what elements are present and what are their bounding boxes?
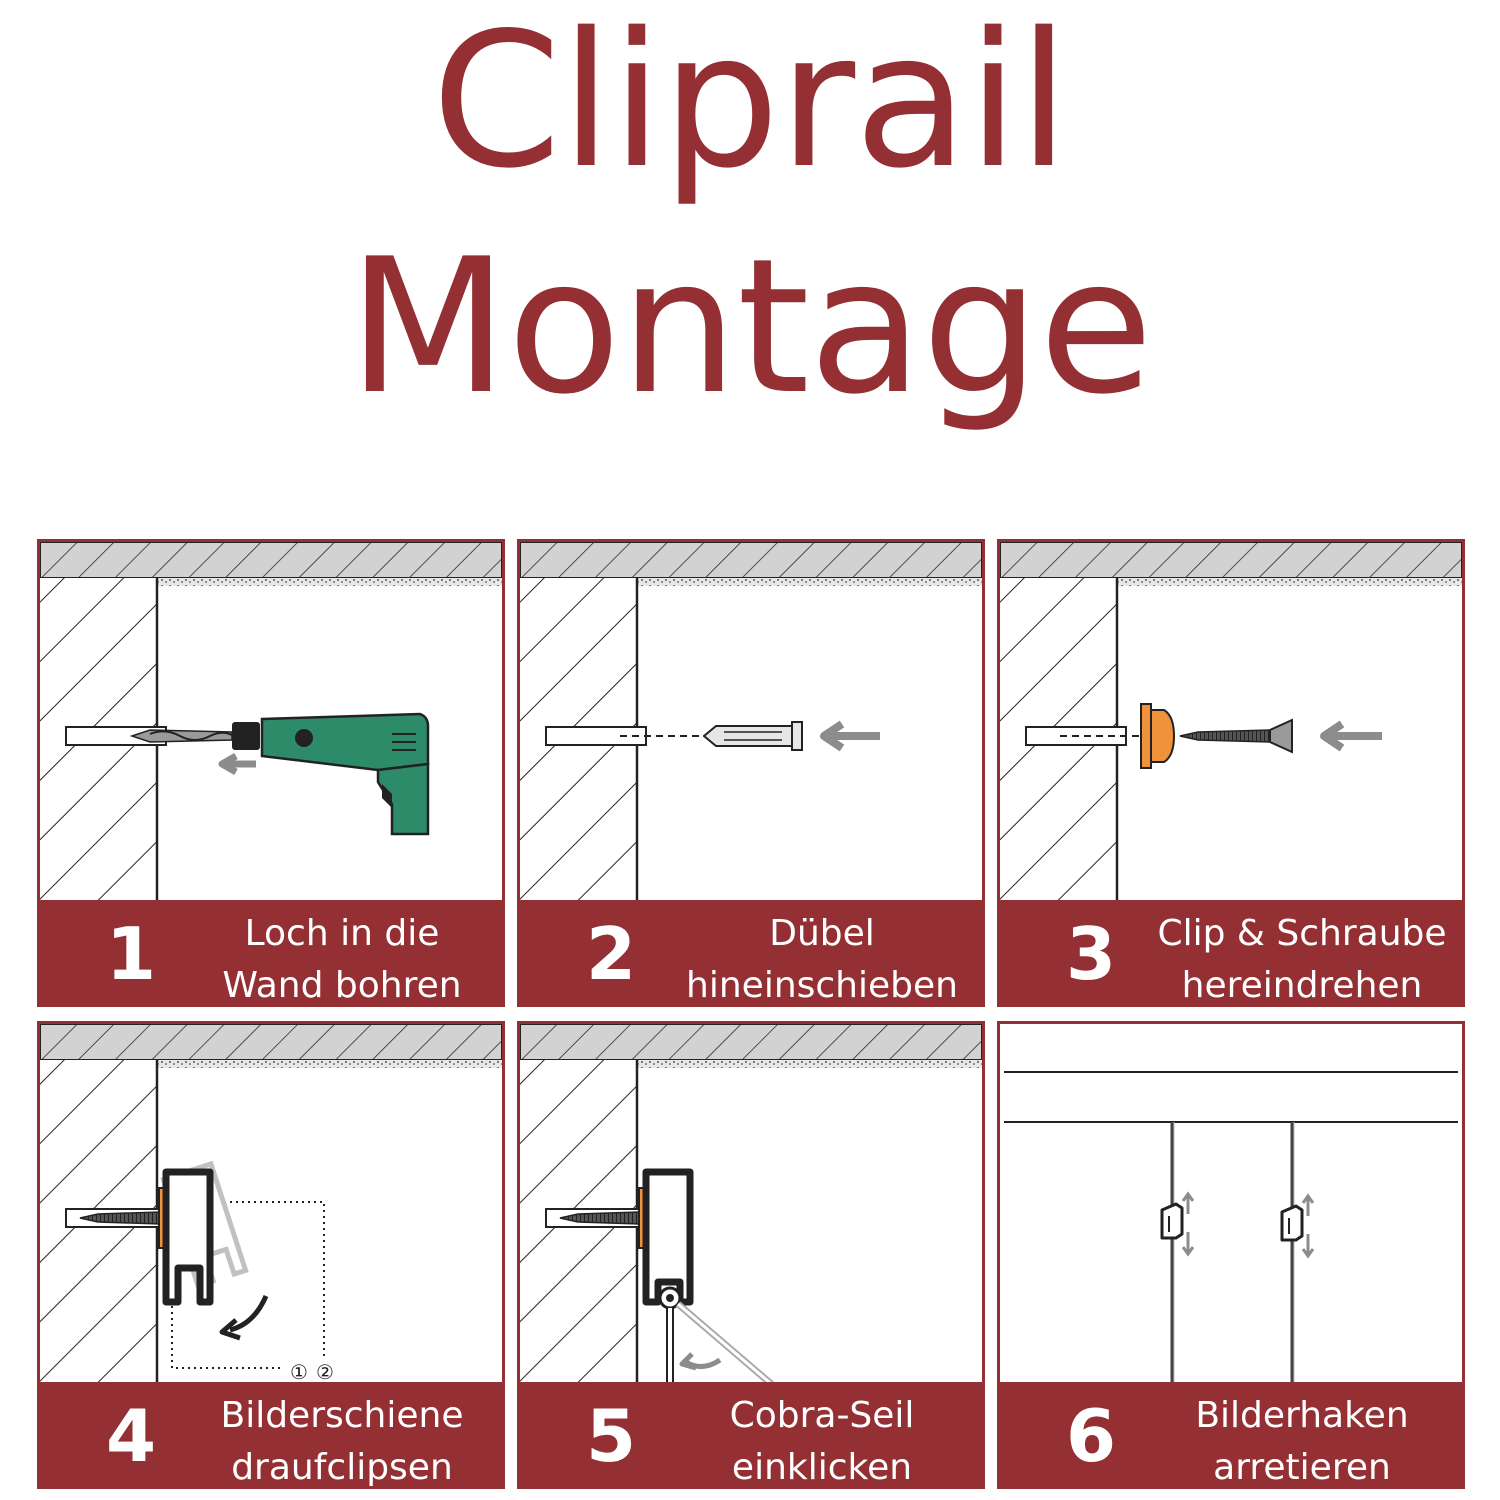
step-panel-6: 6 Bilderhaken arretieren <box>997 1021 1465 1489</box>
step-caption-4: 4 Bilderschiene draufclipsen <box>40 1382 502 1486</box>
step-panel-1: 1 Loch in die Wand bohren <box>37 539 505 1007</box>
step-number-3: 3 <box>1065 912 1117 996</box>
step-text-6-line-1: Bilderhaken <box>1195 1395 1409 1436</box>
step-text-5: Cobra-Seil einklicken <box>670 1390 974 1488</box>
drill-icon <box>40 542 502 902</box>
step-number-2: 2 <box>585 912 637 996</box>
step-text-6-line-2: arretieren <box>1213 1447 1391 1488</box>
wall-plug-icon <box>520 542 982 902</box>
step-text-1-line-1: Loch in die <box>244 913 440 954</box>
picture-hook-icon <box>1004 1071 1458 1388</box>
step-caption-3: 3 Clip & Schraube hereindrehen <box>1000 900 1462 1004</box>
step-text-4-line-2: draufclipsen <box>231 1447 453 1488</box>
step-panel-2: 2 Dübel hineinschieben <box>517 539 985 1007</box>
title-line-1: Cliprail <box>431 0 1069 209</box>
step-panel-4: ① ② 4 Bilderschiene draufclipsen <box>37 1021 505 1489</box>
cable-click-icon <box>520 1024 982 1388</box>
step-text-6: Bilderhaken arretieren <box>1150 1390 1454 1488</box>
step-text-5-line-2: einklicken <box>731 1447 913 1488</box>
rail-clip-icon: ① ② <box>40 1024 502 1388</box>
step-number-5: 5 <box>585 1394 637 1478</box>
step-text-1: Loch in die Wand bohren <box>190 908 494 1006</box>
step-text-4-line-1: Bilderschiene <box>220 1395 464 1436</box>
step-number-1: 1 <box>105 912 157 996</box>
step-text-2-line-2: hineinschieben <box>686 965 958 1006</box>
screw-clip-icon <box>1000 542 1462 902</box>
step-caption-1: 1 Loch in die Wand bohren <box>40 900 502 1004</box>
marker-1: ① <box>290 1360 308 1384</box>
step-caption-6: 6 Bilderhaken arretieren <box>1000 1382 1462 1486</box>
step-caption-2: 2 Dübel hineinschieben <box>520 900 982 1004</box>
step-text-3-line-2: hereindrehen <box>1181 965 1423 1006</box>
step-panel-3: 3 Clip & Schraube hereindrehen <box>997 539 1465 1007</box>
step-text-5-line-1: Cobra-Seil <box>729 1395 915 1436</box>
step-text-2-line-1: Dübel <box>769 913 875 954</box>
step-number-6: 6 <box>1065 1394 1117 1478</box>
step-text-3-line-1: Clip & Schraube <box>1157 913 1447 954</box>
step-text-4: Bilderschiene draufclipsen <box>190 1390 494 1488</box>
step-text-1-line-2: Wand bohren <box>222 965 462 1006</box>
step-text-2: Dübel hineinschieben <box>670 908 974 1006</box>
step-number-4: 4 <box>105 1394 157 1478</box>
marker-2: ② <box>316 1360 334 1384</box>
title-line-2: Montage <box>347 218 1154 435</box>
step-panel-5: 5 Cobra-Seil einklicken <box>517 1021 985 1489</box>
step-text-3: Clip & Schraube hereindrehen <box>1150 908 1454 1006</box>
step-caption-5: 5 Cobra-Seil einklicken <box>520 1382 982 1486</box>
